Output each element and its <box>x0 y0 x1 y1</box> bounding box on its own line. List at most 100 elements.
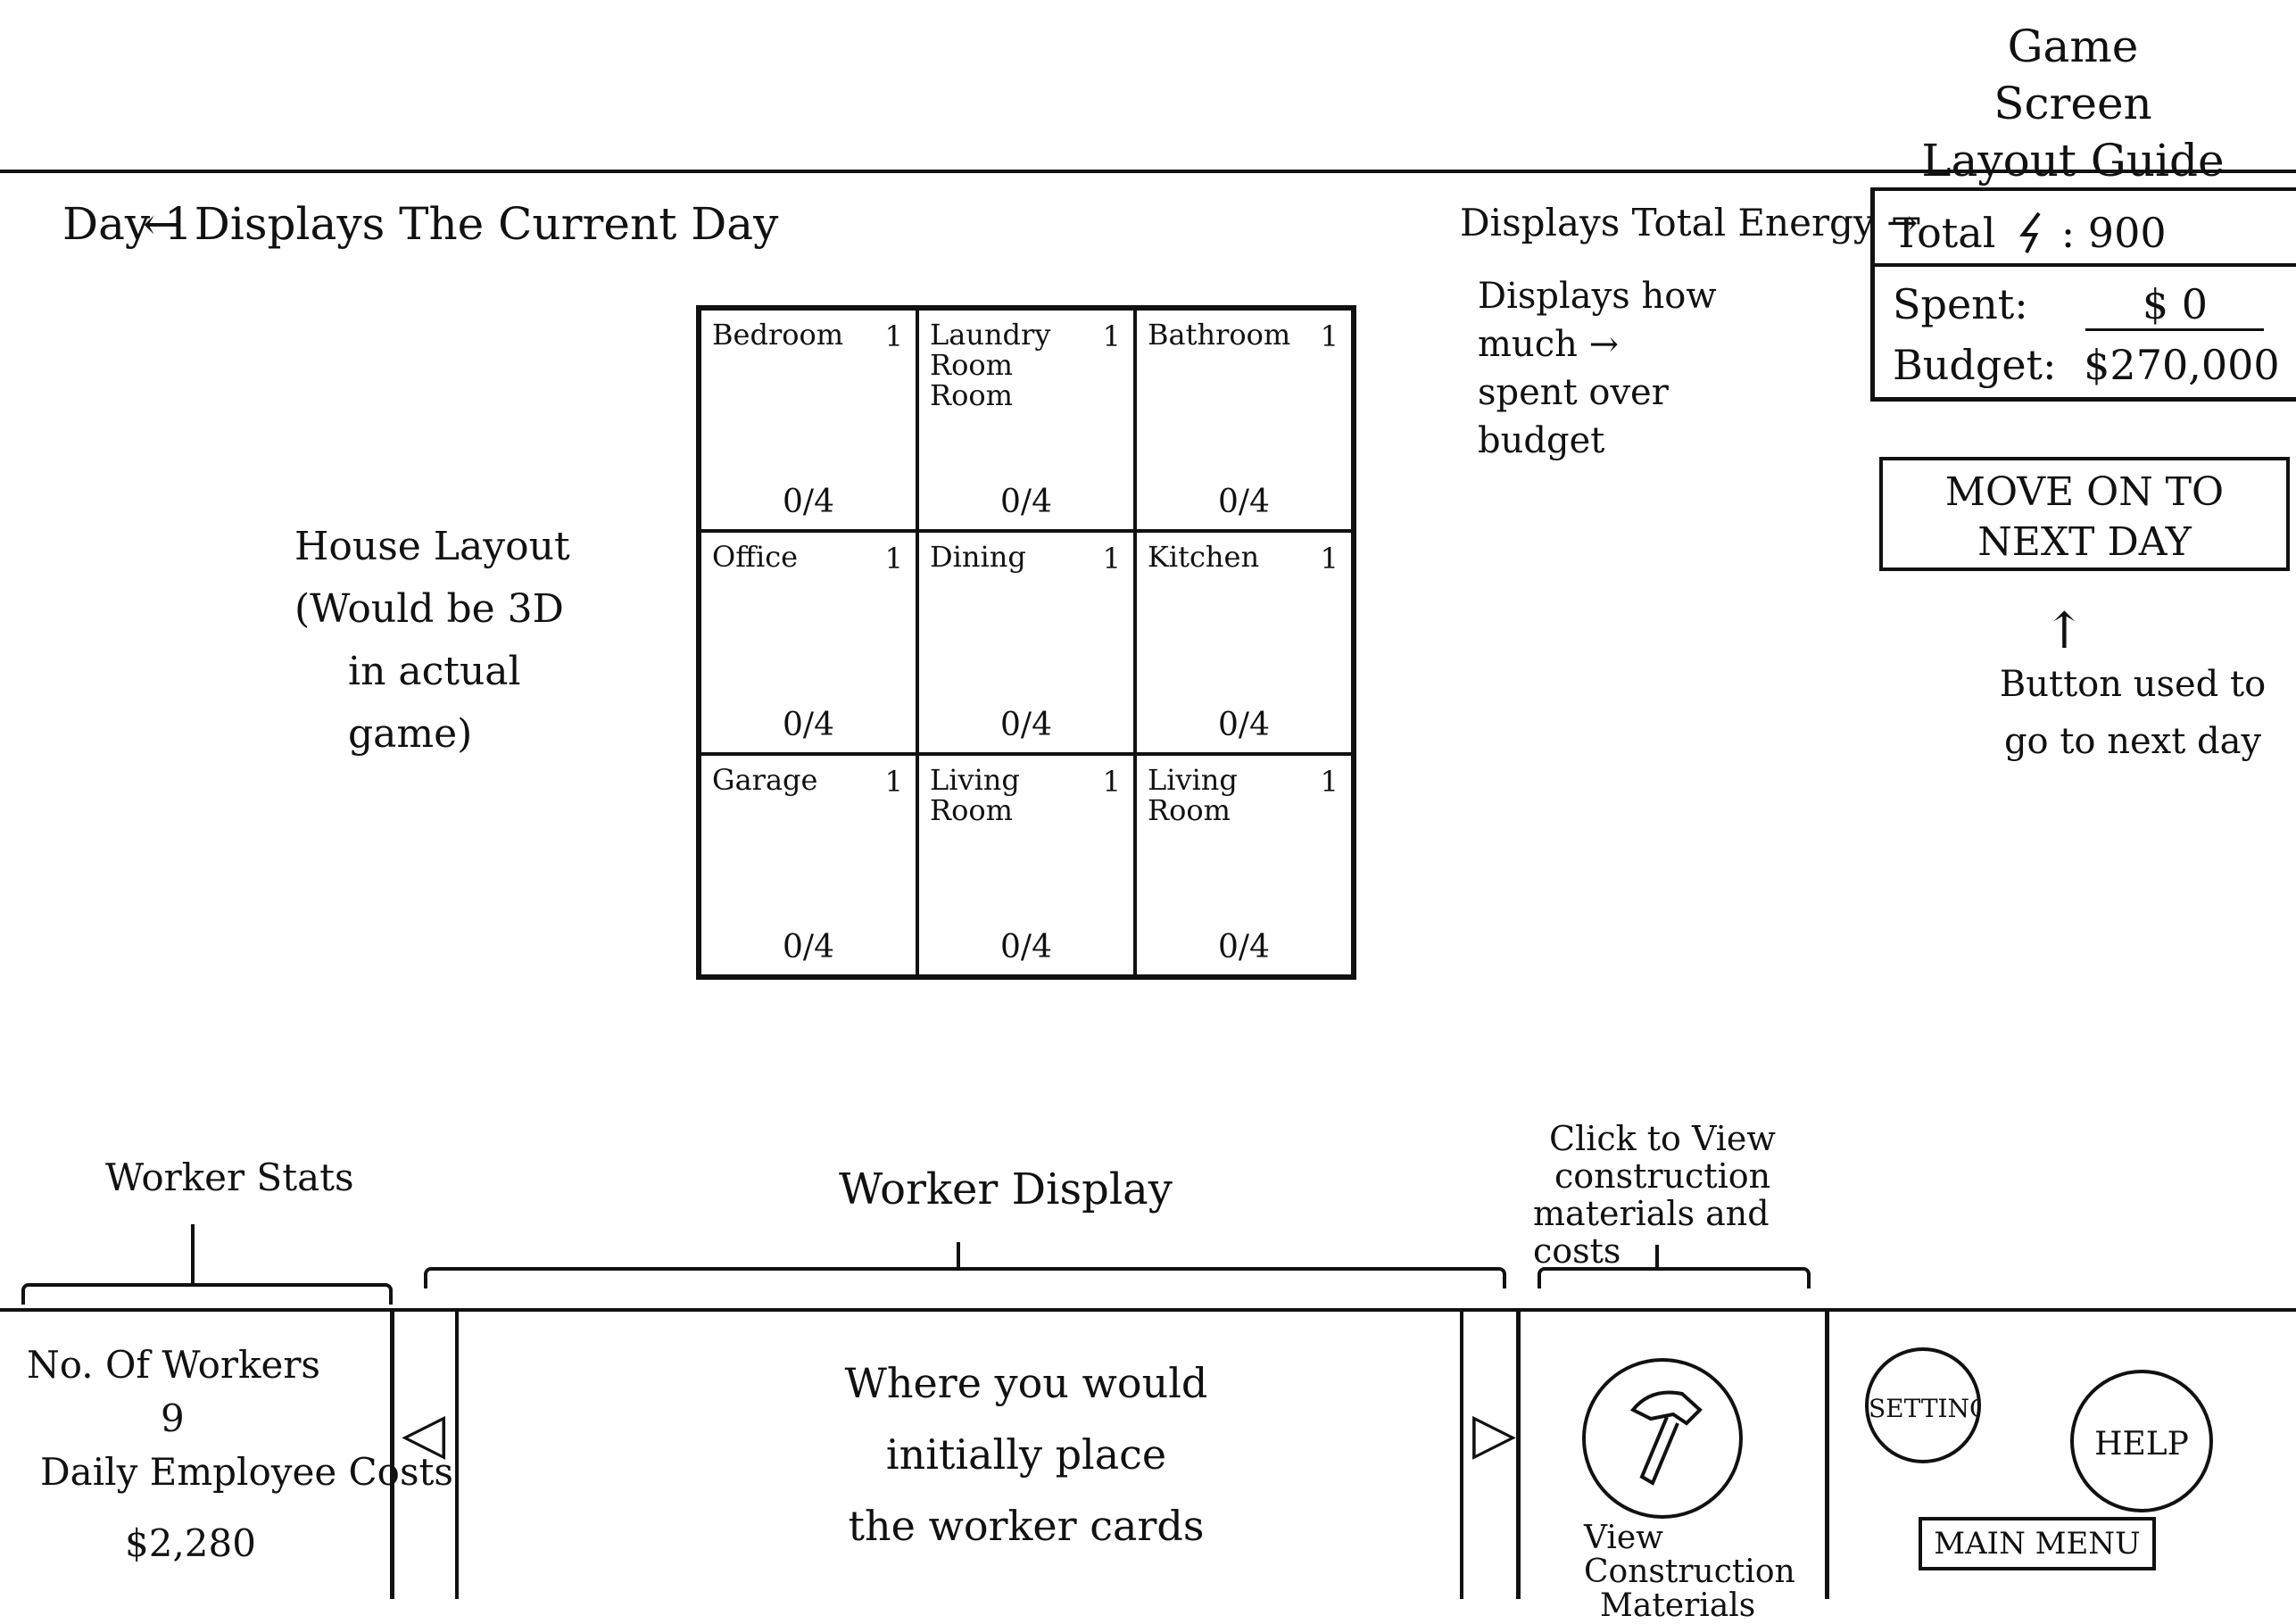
screen-title: Game Screen Layout Guide <box>1921 18 2225 189</box>
worker-display-brace-tick <box>957 1242 960 1267</box>
room-name: Kitchen <box>1148 540 1260 575</box>
spent-label: Spent: <box>1893 280 2028 328</box>
room-worker-count: 0/4 <box>1000 928 1052 965</box>
room-office[interactable]: Office 1 0/4 <box>700 531 917 754</box>
room-name: Bathroom <box>1148 318 1291 352</box>
next-day-note-line-2: go to next day <box>2003 721 2262 762</box>
room-bedroom[interactable]: Bedroom 1 0/4 <box>700 309 917 532</box>
materials-caption-line-2: Materials <box>1600 1587 1756 1624</box>
view-materials-caption: View Construction Materials <box>1584 1521 1861 1623</box>
energy-annotation: Displays Total Energy → <box>1460 201 1919 244</box>
view-materials-button[interactable] <box>1582 1358 1743 1519</box>
room-worker-count: 0/4 <box>783 928 834 965</box>
materials-label-line-2: construction <box>1554 1156 1771 1196</box>
room-garage[interactable]: Garage 1 0/4 <box>700 753 917 976</box>
room-worker-count: 0/4 <box>1218 928 1270 965</box>
room-level: 1 <box>884 542 903 576</box>
room-level: 1 <box>1320 542 1339 576</box>
header-divider <box>0 170 2296 173</box>
settings-button[interactable]: SETTINGS <box>1865 1347 1981 1463</box>
stats-divider <box>1870 263 2296 267</box>
budget-label: Budget: <box>1893 341 2057 389</box>
workers-count-value: 9 <box>161 1396 185 1440</box>
house-note-line-1: House Layout <box>294 524 570 569</box>
worker-area-line-3: the worker cards <box>848 1502 1205 1550</box>
next-day-annotation: Button used to go to next day <box>1981 656 2284 770</box>
worker-display-brace <box>424 1267 1506 1288</box>
title-line-1: Game Screen <box>1993 21 2152 129</box>
materials-label-line-3: materials and costs <box>1533 1194 1770 1271</box>
house-layout-grid: Bedroom 1 0/4 Laundry Room Room 1 0/4 Ba… <box>696 305 1356 980</box>
room-level: 1 <box>1102 319 1121 353</box>
materials-brace-tick <box>1655 1245 1659 1267</box>
room-worker-count: 0/4 <box>783 706 834 743</box>
scroll-right-arrow-icon[interactable]: ▷ <box>1472 1401 1517 1467</box>
next-day-note-line-1: Button used to <box>1999 664 2267 705</box>
next-day-line-1: MOVE ON TO <box>1944 469 2225 515</box>
worker-stats-panel <box>0 1308 394 1599</box>
worker-stats-annotation: Worker Stats <box>105 1156 354 1199</box>
help-button[interactable]: HELP <box>2070 1370 2213 1512</box>
main-menu-button[interactable]: MAIN MENU <box>1919 1517 2156 1570</box>
room-bathroom[interactable]: Bathroom 1 0/4 <box>1135 309 1353 532</box>
room-living-room-2[interactable]: Living Room 1 0/4 <box>1135 753 1353 976</box>
budget-value: $270,000 <box>2084 341 2280 389</box>
room-living-room-1[interactable]: Living Room 1 0/4 <box>917 753 1135 976</box>
materials-panel <box>1521 1308 1829 1599</box>
worker-stats-brace-tick <box>191 1224 195 1283</box>
spent-note-line-1: Displays how much → <box>1478 276 1717 365</box>
hammer-icon <box>1629 1390 1703 1486</box>
room-level: 1 <box>1320 764 1339 799</box>
current-day: Day 1 <box>62 198 193 250</box>
bottom-bar <box>0 1308 2296 1599</box>
title-line-2: Layout Guide <box>1921 135 2225 186</box>
room-kitchen[interactable]: Kitchen 1 0/4 <box>1135 531 1353 754</box>
house-note-line-2: (Would be 3D <box>294 586 564 632</box>
up-arrow-icon: ↑ <box>2043 602 2085 660</box>
room-worker-count: 0/4 <box>1218 706 1270 743</box>
energy-label: Total <box>1893 209 1996 257</box>
room-name: Dining <box>930 540 1026 575</box>
room-laundry[interactable]: Laundry Room Room 1 0/4 <box>917 309 1135 532</box>
materials-brace <box>1538 1267 1811 1288</box>
room-level: 1 <box>884 764 903 799</box>
room-level: 1 <box>1102 764 1121 799</box>
materials-annotation: Click to View construction materials and… <box>1533 1120 1836 1270</box>
room-worker-count: 0/4 <box>1000 706 1052 743</box>
total-energy-row: Total : 900 <box>1893 209 2167 257</box>
employee-costs-label: Daily Employee Costs <box>40 1450 453 1494</box>
worker-scroll-right-panel <box>1460 1308 1521 1599</box>
next-day-line-2: NEXT DAY <box>1977 519 2192 565</box>
resource-stats-panel: Total : 900 Spent: $ 0 Budget: $270,000 <box>1870 187 2296 402</box>
house-layout-note: House Layout (Would be 3D in actual game… <box>294 516 634 766</box>
worker-area-line-2: initially place <box>885 1430 1167 1479</box>
room-level: 1 <box>1102 542 1121 576</box>
worker-stats-brace <box>21 1283 393 1305</box>
room-level: 1 <box>884 319 903 353</box>
materials-label-line-1: Click to View <box>1549 1119 1776 1158</box>
energy-value: : 900 <box>2060 209 2167 257</box>
worker-area-line-1: Where you would <box>844 1359 1208 1407</box>
next-day-button[interactable]: MOVE ON TO NEXT DAY <box>1879 457 2290 571</box>
room-name: Office <box>712 540 799 575</box>
budget-row: Budget: $270,000 <box>1893 341 2280 389</box>
worker-display-annotation: Worker Display <box>839 1164 1173 1214</box>
materials-caption-line-1: View Construction <box>1584 1520 1795 1590</box>
room-level: 1 <box>1320 319 1339 353</box>
room-name: Garage <box>712 762 818 797</box>
worker-card-area[interactable]: Where you would initially place the work… <box>785 1347 1267 1562</box>
worker-scroll-left-panel <box>394 1308 459 1599</box>
spent-value: $ 0 <box>2085 280 2265 331</box>
spent-row: Spent: $ 0 <box>1893 280 2265 331</box>
room-name: Living Room <box>1148 762 1238 827</box>
employee-costs-value: $2,280 <box>125 1521 256 1565</box>
room-worker-count: 0/4 <box>783 484 834 521</box>
room-name: Bedroom <box>712 318 844 352</box>
scroll-left-arrow-icon[interactable]: ◁ <box>402 1401 446 1467</box>
room-worker-count: 0/4 <box>1218 484 1270 521</box>
room-name: Living Room <box>930 762 1020 827</box>
room-dining[interactable]: Dining 1 0/4 <box>917 531 1135 754</box>
day-annotation: ← Displays The Current Day <box>143 198 779 250</box>
lightning-bolt-icon <box>2019 211 2041 253</box>
house-note-line-3: in actual game) <box>348 649 521 757</box>
